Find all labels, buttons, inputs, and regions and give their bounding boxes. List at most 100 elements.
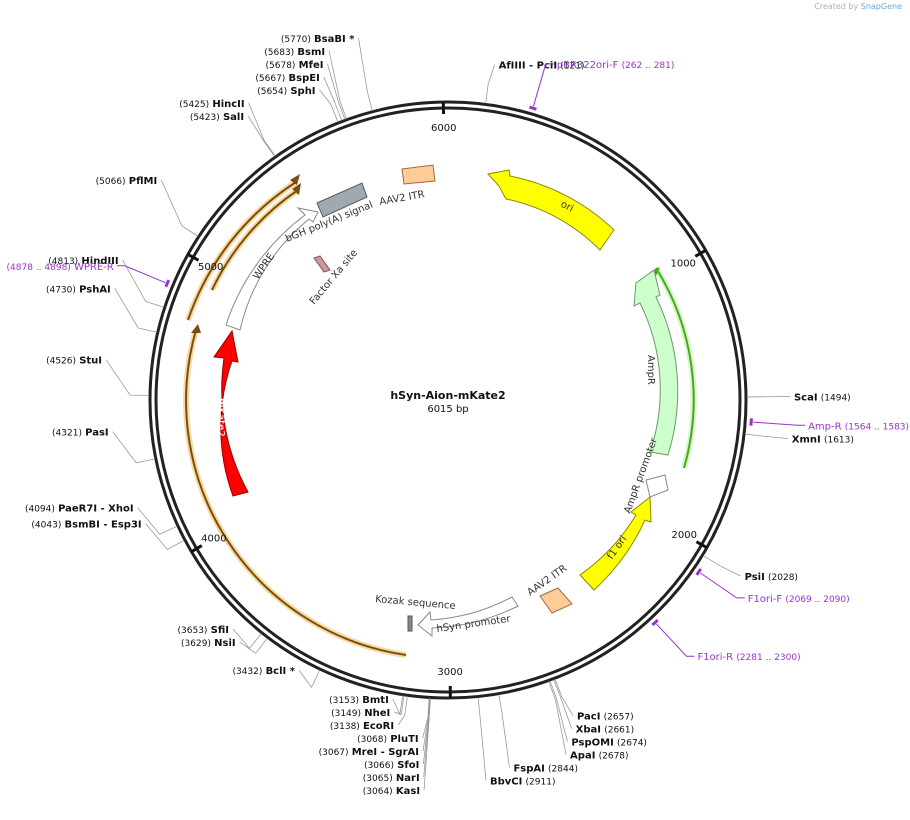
site-name: PasI — [85, 428, 108, 439]
site-position: (5066) — [96, 177, 126, 187]
feature-wpre — [225, 207, 319, 331]
site-name: HincII — [212, 99, 244, 110]
site-leader-line — [703, 555, 741, 577]
primer-mark — [528, 105, 537, 111]
site-position: (3068) — [357, 735, 387, 745]
orf-arc-ampr-core — [655, 267, 695, 469]
tick-mark — [187, 253, 200, 262]
orf-layer — [183, 174, 697, 658]
site-leader-line — [397, 696, 408, 726]
primer-label: Amp-R (1564 .. 1583) — [808, 421, 909, 432]
site-position: (4730) — [46, 285, 76, 295]
site-leader-line — [319, 89, 339, 123]
site-position: (3067) — [319, 748, 349, 758]
site-position: (3138) — [330, 722, 360, 732]
site-name: MfeI — [299, 60, 324, 71]
site-position: (2674) — [617, 739, 647, 749]
site-name: StuI — [79, 356, 102, 367]
primer-range: (2069 .. 2090) — [785, 595, 849, 605]
site-label: (4730) PshAI — [46, 284, 111, 295]
site-name: BsaBI * — [314, 34, 355, 45]
site-label: (5678) MfeI — [266, 60, 324, 71]
site-leader-line — [549, 680, 568, 742]
primer-label: (4878 .. 4898) WPRE-R — [7, 262, 114, 273]
feature-ampr — [633, 269, 679, 456]
site-position: (2661) — [604, 726, 634, 736]
site-name: PflMI — [129, 176, 157, 187]
site-position: (2844) — [548, 765, 578, 775]
site-label: XmnI (1613) — [792, 434, 854, 445]
site-leader-line — [247, 115, 275, 157]
site-leader-line — [422, 698, 430, 739]
primer-leader-line — [753, 421, 806, 426]
site-leader-line — [112, 431, 155, 464]
site-name: PshAI — [79, 284, 111, 295]
site-label: (4813) HindIII — [48, 256, 118, 267]
site-label: (3653) SfiI — [178, 625, 229, 636]
primer-label: F1ori-R (2281 .. 2300) — [697, 652, 800, 663]
tick-label: 6000 — [431, 123, 456, 134]
site-label: PacI (2657) — [577, 712, 634, 723]
site-leader-line — [323, 76, 343, 121]
site-label: (3138) EcoRI — [330, 721, 394, 732]
site-position: (5770) — [281, 35, 311, 45]
site-position: (4094) — [25, 505, 55, 515]
site-label: (4043) BsmBI - Esp3I — [31, 520, 141, 531]
feature-bgh-polya — [316, 182, 368, 218]
feature-label-factor-xa: Factor Xa site — [308, 248, 360, 307]
tick-label: 5000 — [198, 262, 223, 273]
site-name: NheI — [364, 708, 390, 719]
primer-name: Amp-R — [808, 421, 842, 432]
feature-f1ori — [579, 495, 652, 591]
site-leader-line — [327, 63, 346, 120]
site-leader-line — [232, 628, 262, 650]
site-label: (3068) PluTI — [357, 734, 419, 745]
site-position: (3064) — [363, 787, 393, 797]
feature-factor-xa — [313, 255, 331, 273]
tick-label: 4000 — [201, 533, 226, 544]
site-position: (4526) — [46, 357, 76, 367]
site-leader-line — [328, 50, 347, 119]
plasmid-length: 6015 bp — [427, 404, 468, 415]
site-position: (121) — [560, 62, 584, 72]
site-label: XbaI (2661) — [576, 725, 634, 736]
site-label: BbvCI (2911) — [490, 777, 555, 788]
site-label: (3067) MreI - SgrAI — [319, 747, 419, 758]
site-name: NsiI — [214, 638, 235, 649]
site-position: (3149) — [331, 709, 361, 719]
site-label: (4321) PasI — [52, 428, 109, 439]
site-label: FspAI (2844) — [513, 764, 578, 775]
credit-prefix: Created by — [814, 2, 859, 11]
site-label: (5654) SphI — [257, 86, 315, 97]
feature-ori — [487, 169, 615, 251]
site-name: HindIII — [81, 256, 118, 267]
feature-aav2-itr-right — [539, 587, 573, 614]
site-name: BbvCI — [490, 777, 522, 788]
feature-label-ori: ori — [559, 199, 576, 215]
backbone-outer — [148, 100, 748, 700]
site-leader-line — [145, 523, 185, 550]
site-label: ScaI (1494) — [794, 393, 851, 404]
primer-mark — [695, 568, 703, 576]
site-name: NarI — [396, 773, 420, 784]
site-label: PspOMI (2674) — [571, 738, 647, 749]
site-name: FspAI — [513, 764, 544, 775]
orf-arc-mkate2 — [183, 329, 407, 658]
tick-label: 1000 — [670, 258, 695, 269]
feature-label-ampr-promoter: AmpR promoter — [622, 436, 660, 515]
feature-ampr-promoter — [645, 474, 669, 498]
primer-layer: pBR322ori-F (262 .. 281)Amp-R (1564 .. 1… — [7, 60, 910, 663]
credit-brand: SnapGene — [860, 2, 902, 11]
site-label: (3153) BmtI — [329, 695, 389, 706]
orf-arc-wpre2-core — [211, 189, 299, 291]
orf-arrow-ampr — [650, 267, 660, 276]
site-name: ScaI — [794, 393, 818, 404]
site-name: ApaI — [570, 751, 595, 762]
site-label: (5066) PflMI — [96, 176, 158, 187]
site-name: PspOMI — [571, 738, 613, 749]
backbone-inner — [154, 106, 742, 694]
site-label: (5423) SalI — [190, 112, 244, 123]
orf-arrow-wpre1 — [290, 174, 300, 185]
site-name: SfiI — [211, 625, 229, 636]
